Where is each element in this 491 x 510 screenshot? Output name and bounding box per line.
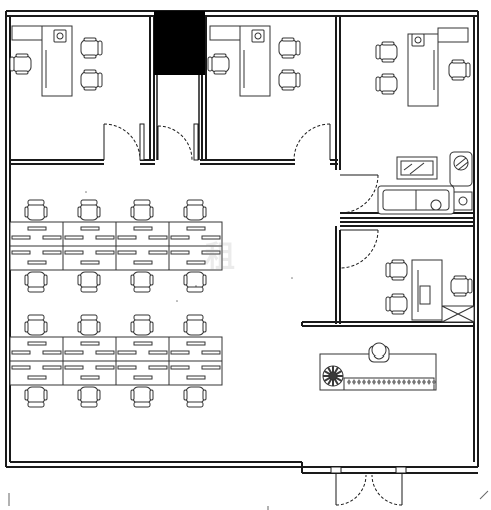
- tv-icon: [396, 156, 438, 180]
- desk-icon: [168, 360, 223, 386]
- chair-icon: [77, 386, 101, 408]
- side-table-icon: [453, 191, 473, 211]
- door-swings: [103, 123, 403, 506]
- chair-icon: [448, 59, 471, 81]
- chair-icon: [24, 199, 48, 221]
- misc-marks: [8, 490, 489, 510]
- desk-icon: [62, 221, 117, 247]
- chair-icon: [130, 199, 154, 221]
- chair-icon: [130, 386, 154, 408]
- dot-mark: [85, 191, 87, 193]
- chair-icon: [183, 386, 207, 408]
- chair-icon: [77, 271, 101, 293]
- chair-icon: [183, 199, 207, 221]
- desk-icon: [11, 25, 73, 97]
- desk-icon: [115, 245, 170, 271]
- desk-icon: [407, 27, 469, 107]
- chair-icon: [24, 271, 48, 293]
- desk-icon: [62, 336, 117, 362]
- door-swing-icon: [293, 123, 331, 161]
- elevator-shaft: [154, 11, 205, 75]
- chair-icon: [183, 314, 207, 336]
- door-swing-icon: [103, 123, 141, 161]
- chair-icon: [24, 386, 48, 408]
- chair-icon: [77, 199, 101, 221]
- plant-icon: [322, 365, 344, 387]
- chair-icon: [375, 73, 398, 95]
- desk-icon: [115, 221, 170, 247]
- chair-icon: [77, 314, 101, 336]
- desk-icon: [115, 360, 170, 386]
- chair-icon: [450, 275, 473, 297]
- shaft-walls: [156, 75, 200, 160]
- door-swing-icon: [335, 473, 367, 506]
- desk-icon: [168, 221, 223, 247]
- desk-icon: [9, 221, 64, 247]
- chair-icon: [375, 41, 398, 63]
- chair-icon: [9, 53, 32, 75]
- chair-icon: [278, 69, 301, 91]
- door-frames: [139, 123, 407, 474]
- chair-icon: [80, 37, 103, 59]
- desk-icon: [9, 360, 64, 386]
- chair-icon: [80, 69, 103, 91]
- cabinet-icon: [441, 305, 475, 323]
- receptionist-chair-icon: [368, 342, 390, 363]
- sofa-icon: [377, 185, 455, 215]
- desk-icon: [168, 245, 223, 271]
- chair-icon: [130, 314, 154, 336]
- furniture: [9, 25, 475, 408]
- door-swing-icon: [157, 125, 193, 161]
- chair-icon: [130, 271, 154, 293]
- chair-icon: [24, 314, 48, 336]
- armchair-icon: [449, 151, 473, 187]
- dot-mark: [291, 277, 293, 279]
- door-swing-icon: [339, 229, 379, 269]
- desk-icon: [115, 336, 170, 362]
- chair-icon: [207, 53, 230, 75]
- dot-mark: [195, 285, 197, 287]
- desk-icon: [62, 245, 117, 271]
- desk-icon: [168, 336, 223, 362]
- desk-icon: [62, 360, 117, 386]
- door-swing-icon: [339, 174, 379, 214]
- watermark-text: 租: [205, 240, 236, 275]
- desk-icon: [411, 259, 443, 321]
- chair-icon: [183, 271, 207, 293]
- chair-icon: [278, 37, 301, 59]
- chair-icon: [385, 293, 408, 315]
- chair-icon: [385, 259, 408, 281]
- desk-icon: [9, 336, 64, 362]
- desk-icon: [9, 245, 64, 271]
- dot-mark: [176, 300, 178, 302]
- desk-icon: [209, 25, 271, 97]
- door-swing-icon: [371, 473, 403, 506]
